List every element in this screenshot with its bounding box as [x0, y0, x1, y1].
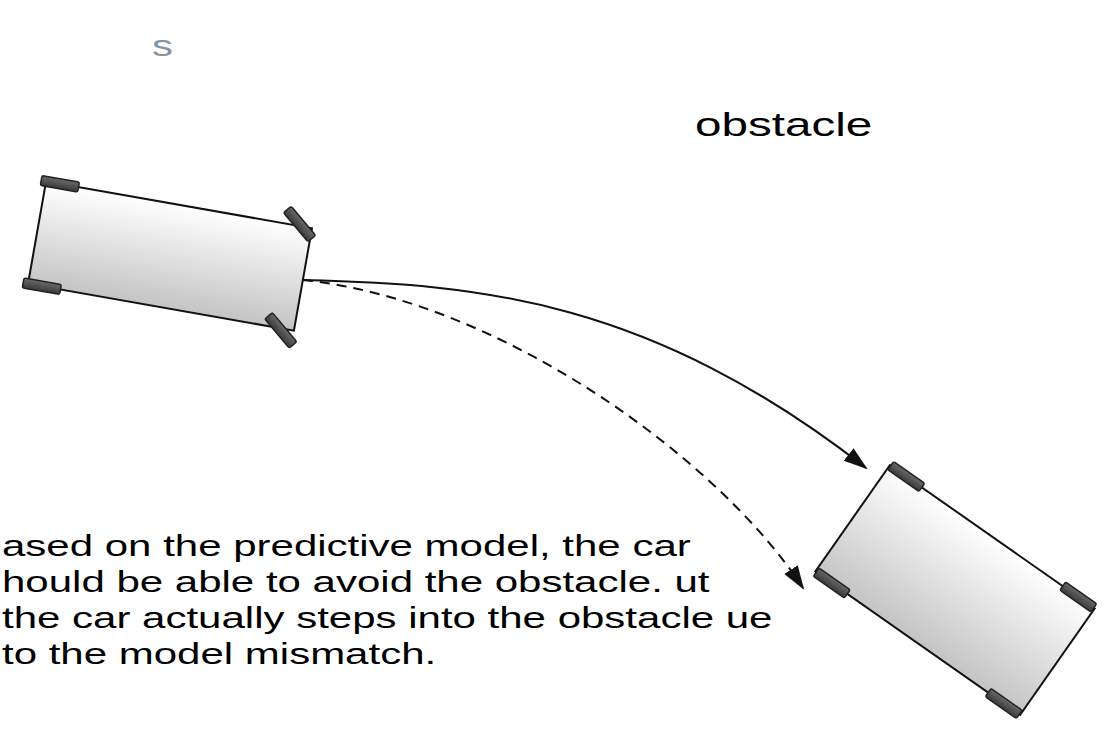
car-body [28, 181, 312, 330]
wheel [985, 688, 1022, 718]
wheel [265, 313, 297, 349]
wheel [813, 568, 850, 598]
label-holder: ased on the predictive model, the car ho… [2, 528, 555, 672]
circle-outline [558, 8, 938, 388]
actual-path-arrow [303, 280, 866, 468]
wheel [40, 176, 79, 192]
caption-note: ased on the predictive model, the car ho… [2, 528, 776, 672]
label-holder: s [152, 28, 167, 64]
node-label: obstacle [695, 105, 872, 144]
obstacle-circle: obstacle [558, 8, 938, 388]
title-fragment: s [152, 28, 173, 64]
car-body [815, 465, 1094, 715]
wheel [888, 462, 925, 492]
wheel [1060, 582, 1097, 612]
end-car [812, 461, 1097, 719]
start-car [20, 163, 320, 350]
obstacle-shape [560, 10, 937, 387]
wheel [22, 278, 61, 294]
wheel [283, 206, 315, 242]
